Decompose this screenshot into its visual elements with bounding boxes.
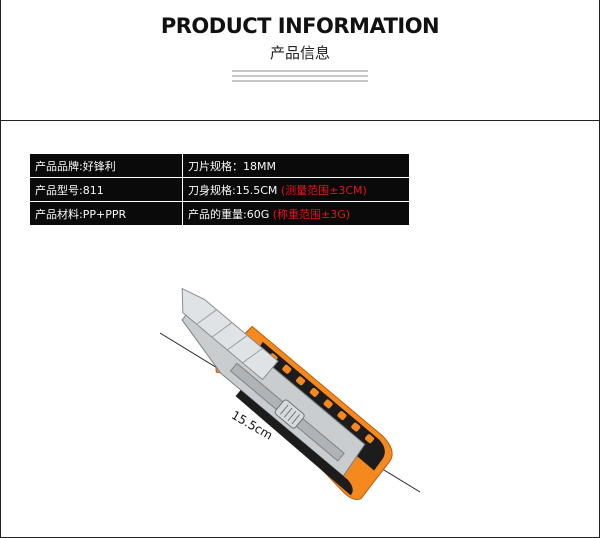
spec-note: (测量范围±3CM)	[280, 183, 367, 197]
blade-segments	[196, 309, 263, 364]
decorative-fine-print	[0, 70, 600, 85]
spec-value: 刀身规格:15.5CM	[188, 183, 281, 197]
bottom-grip	[235, 389, 353, 496]
page-title: PRODUCT INFORMATION	[160, 14, 440, 38]
spec-note: (称重范围±3G)	[272, 207, 351, 221]
spec-material: 产品材料:PP+PPR	[29, 201, 183, 226]
spec-weight: 产品的重量:60G (称重范围±3G)	[182, 201, 410, 226]
blade	[181, 287, 279, 381]
page-subtitle: 产品信息	[269, 44, 330, 62]
spec-row: 产品型号:811 刀身规格:15.5CM (测量范围±3CM)	[29, 177, 410, 202]
spec-table: 产品品牌:好锋利 刀片规格：18MM 产品型号:811 刀身规格:15.5CM …	[29, 153, 410, 226]
spec-model: 产品型号:811	[29, 177, 183, 202]
spec-row: 产品材料:PP+PPR 产品的重量:60G (称重范围±3G)	[29, 201, 410, 226]
slider-button	[274, 399, 305, 429]
spec-blade-size: 刀片规格：18MM	[182, 153, 410, 178]
spec-row: 产品品牌:好锋利 刀片规格：18MM	[29, 153, 410, 178]
spec-value: 产品的重量:60G	[188, 207, 273, 221]
spec-value: 刀片规格：18MM	[188, 159, 276, 173]
spec-body-size: 刀身规格:15.5CM (测量范围±3CM)	[182, 177, 410, 202]
